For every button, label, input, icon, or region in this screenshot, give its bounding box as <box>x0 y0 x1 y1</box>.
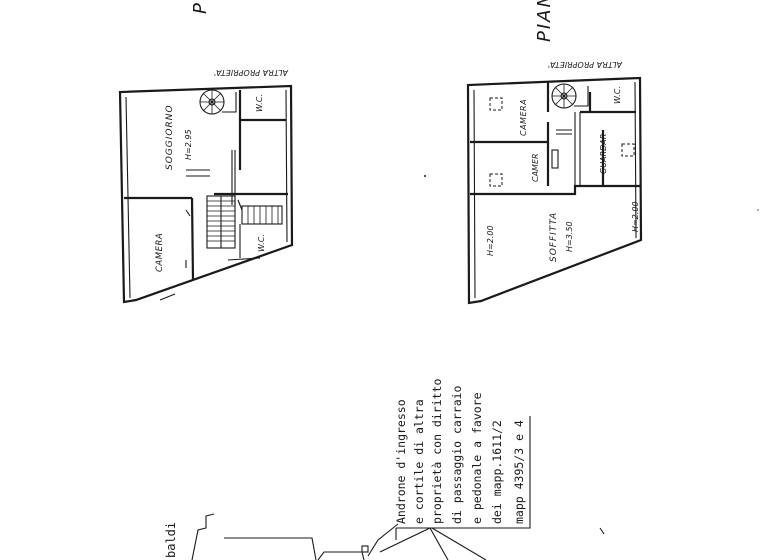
note-line-1: Androne d'ingresso <box>394 399 408 524</box>
right-outer-walls <box>466 76 643 305</box>
right-skylight-2 <box>489 173 503 187</box>
soggiorno-height-label: H=2.95 <box>184 129 193 160</box>
note-box-frame <box>395 416 531 540</box>
note-line-4: di passaggio carraio <box>450 385 464 524</box>
site-plan-fragment <box>191 513 605 560</box>
right-camera-label: CAMERA <box>519 99 528 136</box>
left-wc-top-label: W.C. <box>255 94 264 112</box>
site-plan-marker <box>361 545 369 553</box>
right-skylight-1 <box>489 97 503 111</box>
right-height-left-label: H=2.00 <box>486 225 495 256</box>
left-floor-plan: ALTRA PROPRIETA' <box>118 68 294 304</box>
note-line-7: mapp 4395/3 e 4 <box>512 420 526 524</box>
note-line-5: e pedonale a favore <box>470 392 484 524</box>
note-line-3: proprietà con diritto <box>430 378 444 524</box>
left-wc-bottom-label: W.C. <box>257 234 266 252</box>
left-neighbor-label: ALTRA PROPRIETA' <box>214 68 289 77</box>
right-guardar-label: GUARDAR <box>599 134 608 174</box>
right-floor-plan: ALTRA PROPRIETA' CAM <box>466 60 643 305</box>
right-neighbor-label: ALTRA PROPRIETA' <box>548 60 623 69</box>
right-height-right-label: H=2.00 <box>631 201 640 232</box>
soggiorno-label: SOGGIORNO <box>165 104 175 170</box>
note-line-6: dei mapp.1611/2 <box>490 420 504 524</box>
right-camer-label: CAMER <box>531 153 540 182</box>
street-name-fragment: baldi <box>164 521 178 558</box>
left-straight-stair <box>206 195 283 249</box>
note-line-2: e cortile di altra <box>412 399 426 524</box>
left-spiral-stair <box>199 89 237 115</box>
left-camera-label: CAMERA <box>155 233 165 272</box>
right-spiral-stair <box>551 83 589 109</box>
soffitta-height-label: H=3.50 <box>565 221 574 252</box>
right-wc-label: W.C. <box>613 86 622 104</box>
right-skylight-3 <box>621 143 635 157</box>
left-outer-walls <box>118 84 294 304</box>
soffitta-label: SOFFITTA <box>549 212 559 262</box>
